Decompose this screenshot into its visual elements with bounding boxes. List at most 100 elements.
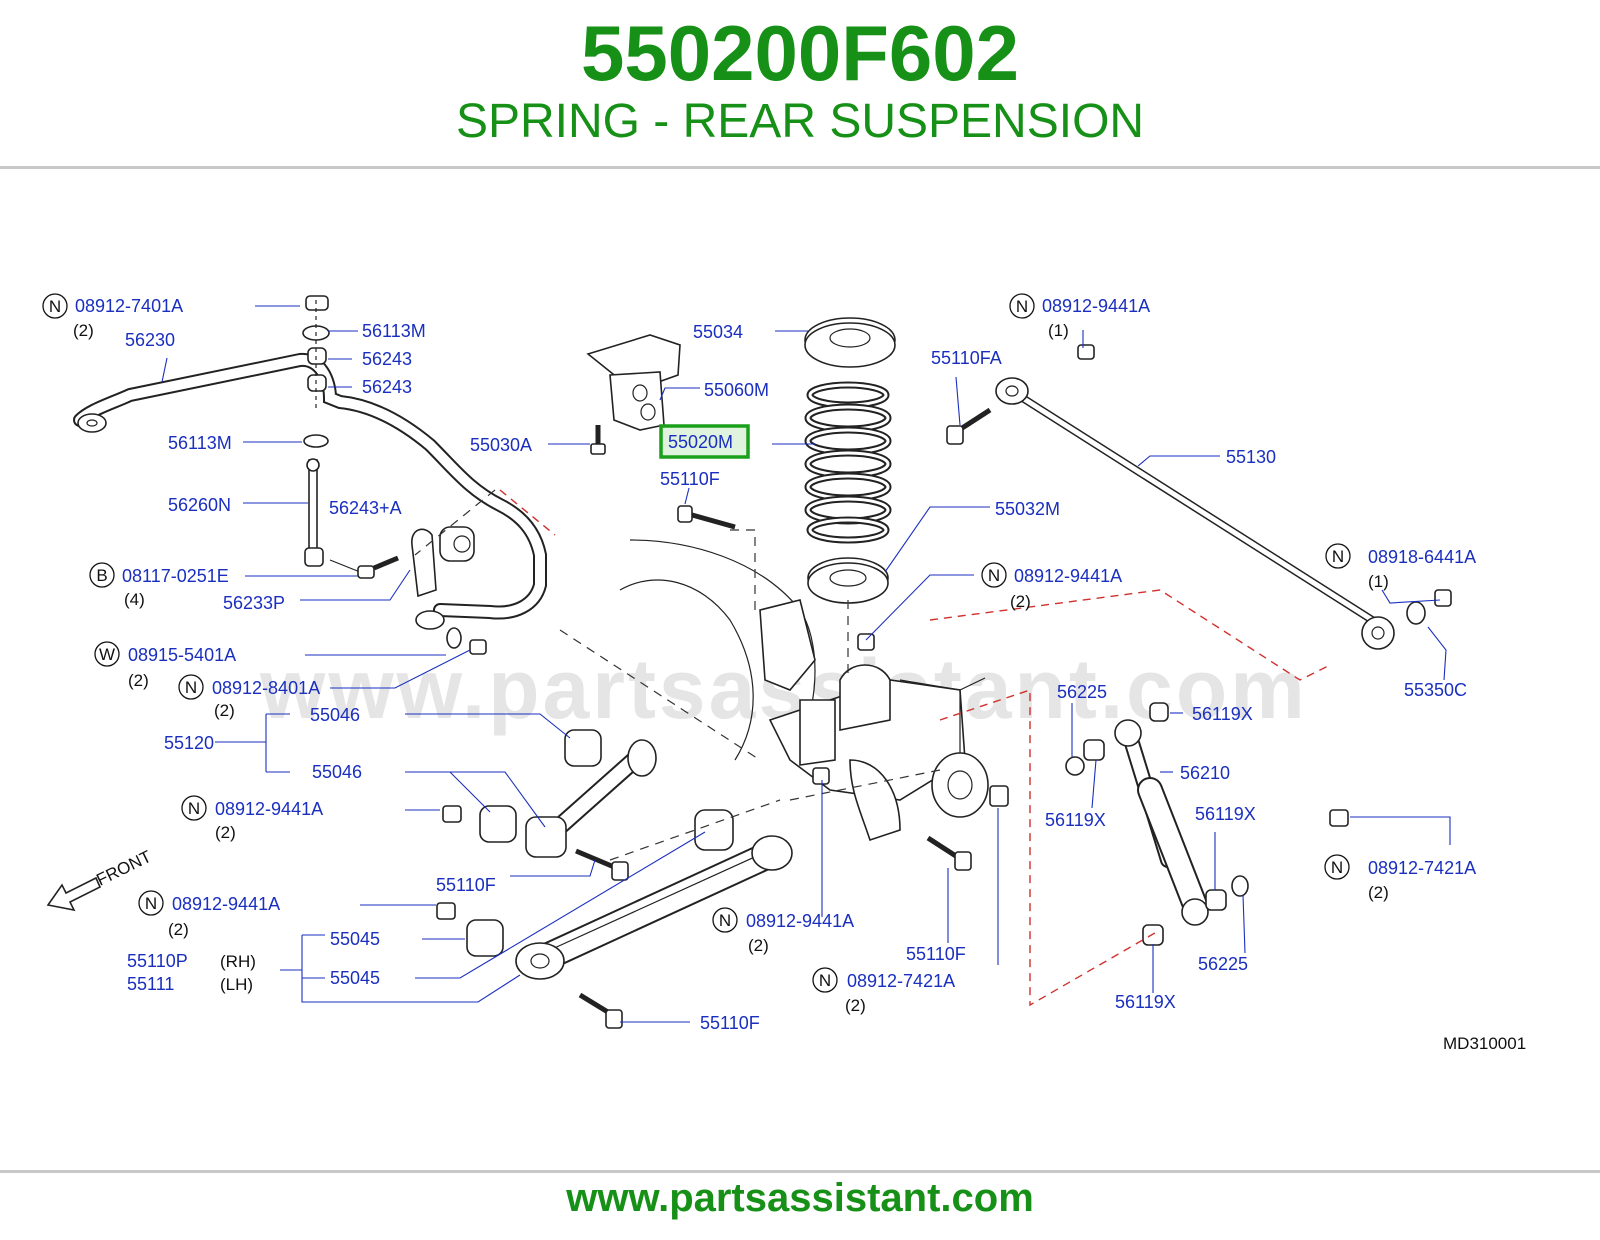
part-label[interactable]: 55110F — [700, 1013, 760, 1033]
badge-circles — [42, 293, 1351, 993]
part-label[interactable]: 55110F — [906, 944, 966, 964]
part-label[interactable]: 08912-9441A — [1014, 566, 1122, 586]
front-label: FRONT — [93, 847, 154, 890]
section-line-c — [929, 589, 1331, 681]
part-label[interactable]: 56119X — [1195, 804, 1256, 824]
install-line-c — [609, 769, 941, 861]
part-label[interactable]: 55034 — [693, 322, 743, 342]
badge-n: N — [49, 297, 61, 316]
badge-n: N — [988, 566, 1000, 585]
part-label[interactable]: 55060M — [704, 380, 769, 400]
quantity-label: (2) — [845, 996, 866, 1015]
part-label[interactable]: 56119X — [1115, 992, 1176, 1012]
badge-b: B — [96, 566, 107, 585]
stabilizer-bar-drawing — [73, 353, 547, 630]
part-label[interactable]: 55110F — [436, 875, 496, 895]
quantity-label: (2) — [214, 701, 235, 720]
leader-lines — [161, 305, 1451, 1023]
small-hardware-center — [812, 633, 1009, 871]
part-label[interactable]: 55110F — [660, 469, 720, 489]
quantity-label: (4) — [124, 590, 145, 609]
badge-n: N — [188, 799, 200, 818]
coil-spring-drawing — [804, 381, 892, 544]
part-number-title: 550200F602 — [580, 9, 1020, 97]
part-label[interactable]: 56230 — [125, 330, 175, 350]
stabilizer-link-drawing — [304, 458, 399, 579]
footer-website-link[interactable]: www.partsassistant.com — [566, 1176, 1034, 1220]
part-label[interactable]: 56119X — [1045, 810, 1106, 830]
section-line-b — [939, 689, 1161, 1007]
part-label[interactable]: 56210 — [1180, 763, 1230, 783]
part-label[interactable]: 08912-7421A — [1368, 858, 1476, 878]
small-hardware-left — [436, 627, 487, 920]
side-label: (LH) — [220, 975, 253, 994]
part-label[interactable]: 56225 — [1198, 954, 1248, 974]
parts-diagram: www.partsassistant.com — [0, 270, 1600, 1070]
part-label[interactable]: 08912-9441A — [172, 894, 280, 914]
part-label[interactable]: 56233P — [223, 593, 285, 613]
footer-divider — [0, 1170, 1600, 1173]
install-line-b — [730, 529, 756, 610]
exploded-view-svg: www.partsassistant.com — [42, 293, 1526, 1053]
part-label[interactable]: 08915-5401A — [128, 645, 236, 665]
highlighted-part-label[interactable]: 55020M — [668, 432, 733, 452]
badge-n: N — [819, 971, 831, 990]
part-label[interactable]: 55110P — [127, 951, 188, 971]
section-line-a — [499, 489, 556, 536]
part-label[interactable]: 08912-7421A — [847, 971, 955, 991]
part-labels: 08912-7401A (2) 56113M 56230 56243 56243… — [73, 296, 1526, 1053]
nut-right-drawing — [1329, 809, 1349, 827]
part-label[interactable]: 56225 — [1057, 682, 1107, 702]
part-label[interactable]: 56243 — [362, 377, 412, 397]
part-description: SPRING - REAR SUSPENSION — [455, 95, 1145, 148]
badge-n: N — [719, 911, 731, 930]
badge-letters: N B W N N N N N N N N N — [49, 297, 1344, 990]
badge-n: N — [185, 678, 197, 697]
part-label[interactable]: 55046 — [312, 762, 362, 782]
quantity-label: (2) — [1368, 883, 1389, 902]
part-label[interactable]: 55030A — [470, 435, 532, 455]
spring-seat-lower-drawing — [807, 557, 889, 604]
part-label[interactable]: 08912-9441A — [215, 799, 323, 819]
part-label[interactable]: 55110FA — [931, 348, 1002, 368]
install-line-a — [414, 489, 761, 761]
quantity-label: (2) — [128, 671, 149, 690]
part-label[interactable]: 55032M — [995, 499, 1060, 519]
part-label[interactable]: 08912-9441A — [1042, 296, 1150, 316]
part-label[interactable]: 55045 — [330, 929, 380, 949]
part-label[interactable]: 56260N — [168, 495, 231, 515]
badge-n: N — [1331, 858, 1343, 877]
quantity-label: (2) — [215, 823, 236, 842]
part-label[interactable]: 55120 — [164, 733, 214, 753]
badge-n: N — [145, 894, 157, 913]
part-label[interactable]: 55111 — [127, 974, 174, 994]
part-label[interactable]: 55045 — [330, 968, 380, 988]
part-label[interactable]: 56243+A — [329, 498, 402, 518]
part-label[interactable]: 55130 — [1226, 447, 1276, 467]
part-label[interactable]: 56113M — [362, 321, 426, 341]
quantity-label: (2) — [73, 321, 94, 340]
part-label[interactable]: 08117-0251E — [122, 566, 229, 586]
badge-n: N — [1016, 297, 1028, 316]
spring-seat-upper-drawing — [804, 317, 896, 368]
highlighted-part-box[interactable] — [659, 424, 750, 459]
part-label[interactable]: 56119X — [1192, 704, 1253, 724]
part-label[interactable]: 08912-8401A — [212, 678, 320, 698]
shock-absorber-drawing — [1065, 702, 1249, 946]
part-label[interactable]: 08912-9441A — [746, 911, 854, 931]
part-label[interactable]: 55350C — [1404, 680, 1467, 700]
part-label[interactable]: 08918-6441A — [1368, 547, 1476, 567]
badge-n: N — [1332, 547, 1344, 566]
page-header: 550200F602 SPRING - REAR SUSPENSION — [0, 0, 1600, 168]
part-label[interactable]: 56113M — [168, 433, 232, 453]
diagram-code: MD310001 — [1443, 1034, 1526, 1053]
quantity-label: (1) — [1048, 321, 1069, 340]
stabilizer-hardware-stack — [302, 295, 330, 448]
front-direction-arrow: FRONT — [46, 847, 154, 912]
side-label: (RH) — [220, 952, 256, 971]
part-label[interactable]: 08912-7401A — [75, 296, 183, 316]
quantity-label: (2) — [168, 920, 189, 939]
part-label[interactable]: 55046 — [310, 705, 360, 725]
clamp-and-bushing-drawing — [411, 526, 475, 598]
part-label[interactable]: 56243 — [362, 349, 412, 369]
